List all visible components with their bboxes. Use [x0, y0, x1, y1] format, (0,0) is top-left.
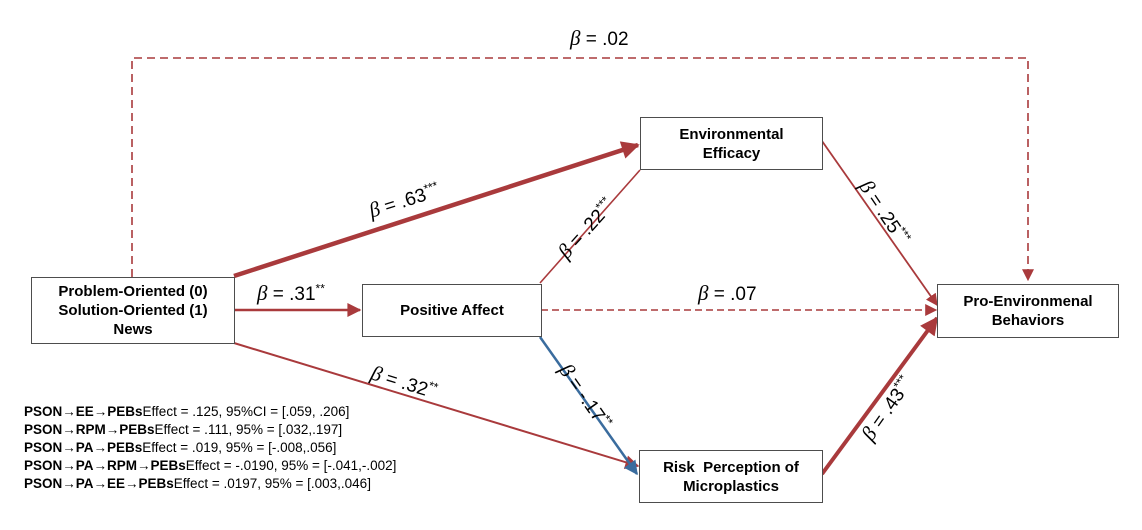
beta-label-pson-pa: β = .31** — [257, 281, 325, 305]
beta-label-pa-peb: β = .07 — [698, 281, 757, 305]
arrow-pa-to-ee — [539, 169, 641, 284]
node-positive-affect: Positive Affect — [362, 284, 542, 337]
effect-row: PSON→PA→PEBsEffect = .019, 95% = [-.008,… — [24, 440, 337, 455]
arrow-pson-to-ee — [233, 141, 640, 279]
arrow-pa-to-rpm — [538, 336, 639, 476]
node-risk-perception: Risk Perception of Microplastics — [639, 450, 823, 503]
arrow-ee-to-peb — [821, 140, 938, 306]
node-environmental-efficacy: Environmental Efficacy — [640, 117, 823, 170]
arrow-pson-to-peb-direct — [131, 57, 1034, 282]
node-pro-environmental-behaviors: Pro-Environmenal Behaviors — [937, 284, 1119, 338]
indirect-effects-list: PSON→EE→PEBsEffect = .125, 95%CI = [.059… — [24, 403, 396, 493]
beta-label-direct: β = .02 — [570, 26, 629, 50]
effect-row: PSON→RPM→PEBsEffect = .111, 95% = [.032,… — [24, 422, 343, 437]
effect-row: PSON→EE→PEBsEffect = .125, 95%CI = [.059… — [24, 404, 350, 419]
node-pson: Problem-Oriented (0) Solution-Oriented (… — [31, 277, 235, 344]
arrow-rpm-to-peb — [820, 316, 939, 476]
effect-row: PSON→PA→EE→PEBsEffect = .0197, 95% = [.0… — [24, 476, 371, 491]
arrow-pson-to-rpm — [233, 342, 640, 470]
effect-row: PSON→PA→RPM→PEBsEffect = -.0190, 95% = [… — [24, 458, 397, 473]
